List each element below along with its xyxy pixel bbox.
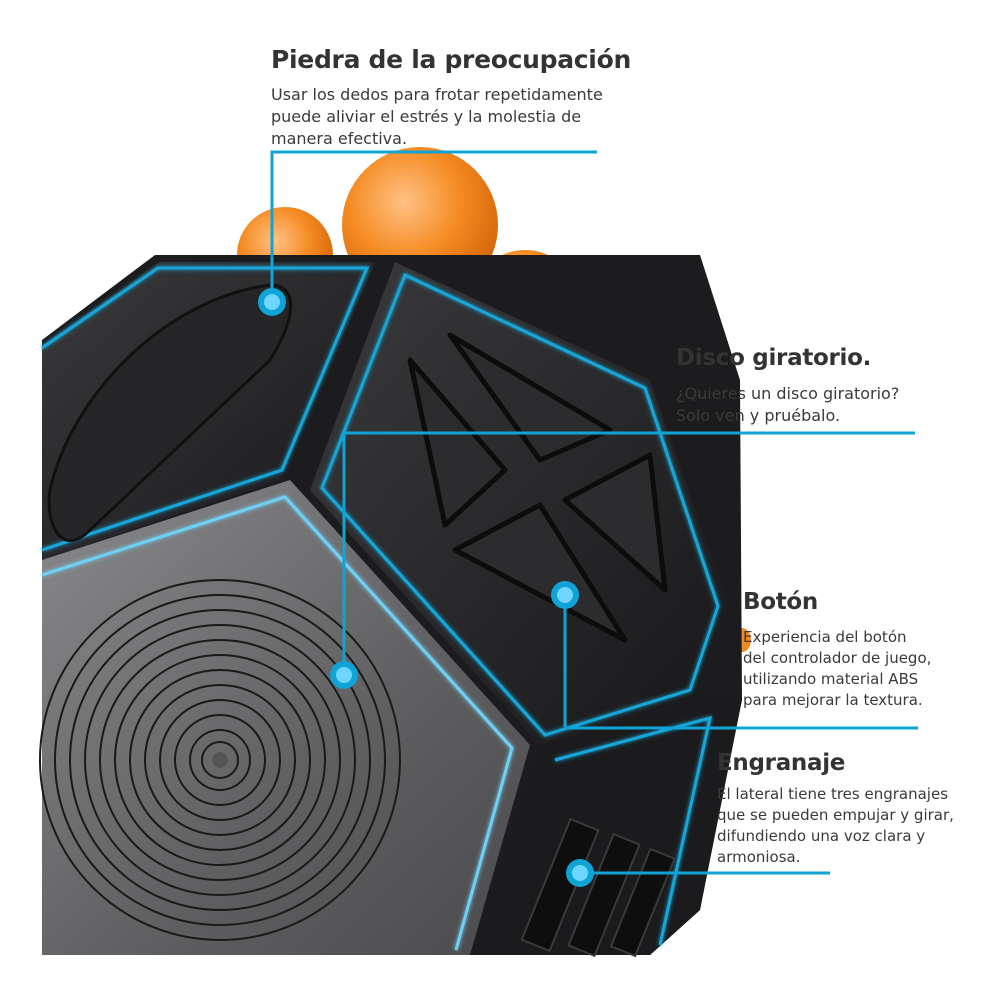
dot-spin-disc-icon bbox=[330, 661, 358, 689]
callout-title: Piedra de la preocupación bbox=[271, 45, 631, 74]
callout-title: Botón bbox=[743, 589, 819, 615]
leader-line-button bbox=[563, 595, 918, 730]
callout-dots bbox=[258, 288, 594, 887]
callout-worry-stone: Piedra de la preocupación Usar los dedos… bbox=[271, 44, 631, 150]
callout-text-line: Experiencia del botón bbox=[743, 628, 907, 646]
leader-line-spin-disc bbox=[342, 431, 915, 675]
dot-worry-stone-icon bbox=[258, 288, 286, 316]
callout-text-line: que se pueden empujar y girar, bbox=[717, 806, 954, 824]
callout-text-line: El lateral tiene tres engranajes bbox=[717, 785, 949, 803]
callout-text-line: para mejorar la textura. bbox=[743, 691, 923, 709]
callout-text-line: difundiendo una voz clara y bbox=[717, 827, 926, 845]
callout-text-line: manera efectiva. bbox=[271, 129, 408, 148]
dot-gear-icon bbox=[566, 859, 594, 887]
spin-disc-face bbox=[39, 480, 530, 955]
callout-title: Disco giratorio. bbox=[676, 345, 872, 371]
callout-spin-disc: Disco giratorio. ¿Quieres un disco girat… bbox=[676, 343, 936, 427]
callout-text-line: Solo ven y pruébalo. bbox=[676, 406, 841, 425]
callout-title: Engranaje bbox=[717, 750, 846, 776]
dot-button-icon bbox=[551, 581, 579, 609]
worry-stone-face bbox=[41, 262, 375, 560]
callout-text-line: armoniosa. bbox=[717, 848, 801, 866]
callout-text-line: ¿Quieres un disco giratorio? bbox=[676, 384, 900, 403]
leader-line-worry-stone bbox=[270, 150, 597, 302]
callout-text-line: Usar los dedos para frotar repetidamente bbox=[271, 85, 603, 104]
callout-text-line: puede aliviar el estrés y la molestia de bbox=[271, 107, 582, 126]
callout-gear: Engranaje El lateral tiene tres engranaj… bbox=[717, 748, 987, 868]
callout-button: Botón Experiencia del botón del controla… bbox=[743, 587, 993, 711]
callout-lines bbox=[270, 150, 918, 875]
callout-text-line: del controlador de juego, bbox=[743, 649, 932, 667]
callout-text-line: utilizando material ABS bbox=[743, 670, 919, 688]
gear-face bbox=[470, 700, 740, 958]
joystick-button-face bbox=[310, 262, 728, 745]
